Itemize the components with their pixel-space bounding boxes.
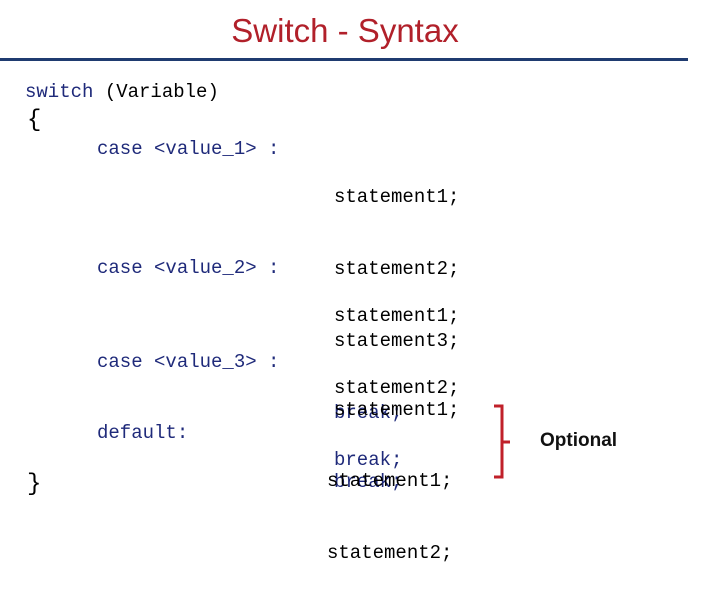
case-3-statement-1: statement1;	[334, 399, 460, 421]
case-1-statement-3: statement3;	[334, 330, 460, 352]
case-2-statement-1: statement1;	[334, 305, 460, 327]
case-2-label: case <value_2> :	[97, 257, 280, 279]
case-1-statement-2: statement2;	[334, 258, 460, 280]
switch-argument: (Variable)	[104, 81, 219, 103]
close-brace: }	[27, 471, 42, 498]
default-statements: statement1; statement2;	[327, 421, 452, 613]
case-2-statement-2: statement2;	[334, 377, 460, 399]
default-statement-2: statement2;	[327, 542, 453, 564]
case-2-break: break;	[334, 449, 403, 471]
case-3-break: break;	[334, 471, 403, 493]
default-label: default:	[97, 422, 189, 444]
optional-bracket	[494, 404, 510, 479]
case-1-break: break;	[334, 402, 403, 424]
case-1-statement-1: statement1;	[334, 186, 460, 208]
default-statement-1: statement1;	[327, 470, 453, 492]
switch-keyword: switch	[25, 81, 94, 103]
title-divider	[0, 58, 688, 61]
case-3-statements: statement1; break;	[334, 350, 459, 542]
switch-header: switch (Variable)	[25, 80, 219, 104]
case-1-statements: statement1; statement2; statement3; brea…	[334, 137, 459, 473]
case-2-statements: statement1; statement2; break;	[334, 256, 459, 520]
slide-title: Switch - Syntax	[231, 12, 459, 49]
optional-label: Optional	[540, 430, 618, 451]
open-brace: {	[27, 107, 42, 134]
case-1-label: case <value_1> :	[97, 138, 280, 160]
case-3-label: case <value_3> :	[97, 351, 280, 373]
